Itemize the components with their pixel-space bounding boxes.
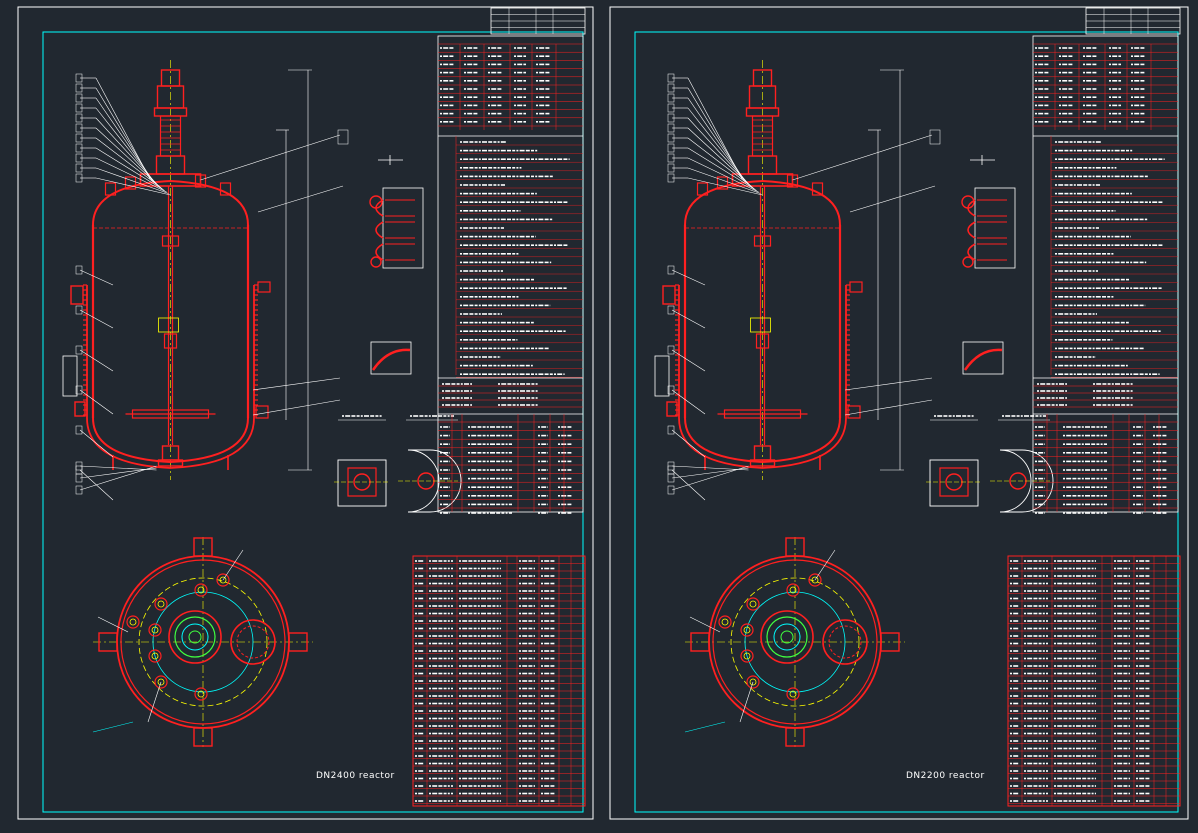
parts-list xyxy=(1007,555,1181,807)
parts-list xyxy=(412,555,586,807)
agitator-drive xyxy=(139,69,202,187)
detail-views xyxy=(926,155,1054,513)
plan-view xyxy=(92,537,313,747)
agitator-drive xyxy=(731,69,794,187)
vessel-elevation xyxy=(62,60,312,480)
plan-view xyxy=(684,537,905,747)
drawing-sheet-1 xyxy=(17,6,594,820)
spec-table xyxy=(1032,35,1179,514)
spec-table xyxy=(437,35,584,514)
leader-lines xyxy=(75,73,349,501)
drawing-title-left: DN2400 reactor xyxy=(316,771,395,781)
drawing-sheet-2 xyxy=(609,6,1189,820)
drawing-title-right: DN2200 reactor xyxy=(906,771,985,781)
detail-views xyxy=(334,155,462,513)
vessel-elevation xyxy=(654,60,904,480)
leader-lines xyxy=(667,73,941,501)
